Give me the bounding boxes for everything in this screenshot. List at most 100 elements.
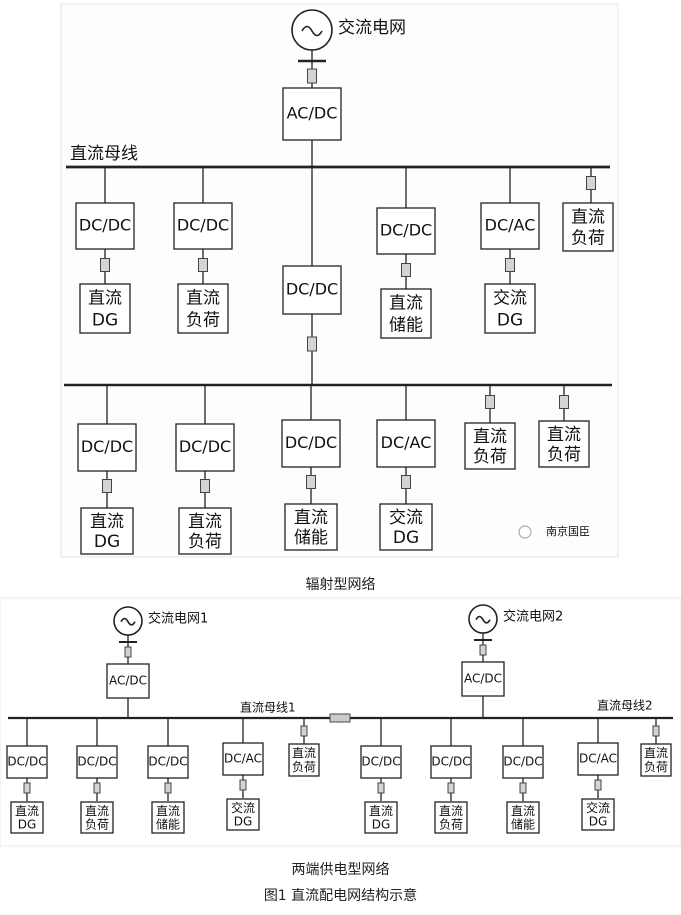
bottom-direct-load bbox=[640, 743, 672, 777]
top-lower-load-line1: 直流 bbox=[90, 512, 124, 532]
top-upper-load-line1: 交流 bbox=[493, 289, 527, 309]
bottom-converter2 bbox=[461, 661, 505, 697]
bottom-load bbox=[506, 801, 540, 834]
top-lower-load bbox=[178, 507, 232, 555]
top-upper-breaker bbox=[505, 258, 515, 272]
bottom-converter bbox=[76, 745, 118, 779]
bottom-converter2-label: AC/DC bbox=[464, 672, 502, 686]
top-upper-load bbox=[484, 283, 536, 334]
bottom-caption: 两端供电型网络 bbox=[291, 862, 390, 878]
top-upper-direct-load-line1: 直流 bbox=[571, 207, 605, 227]
watermark-text: 南京国臣 bbox=[546, 524, 590, 538]
top-lower-converter-label: DC/DC bbox=[179, 437, 231, 456]
bottom-breaker bbox=[23, 782, 31, 794]
bottom-load-line2: DG bbox=[18, 817, 37, 831]
top-lower-direct-breaker bbox=[559, 395, 569, 409]
bottom-load-line1: 直流 bbox=[369, 804, 393, 818]
top-upper-direct-load bbox=[562, 202, 614, 252]
bottom-load-line1: 直流 bbox=[85, 804, 109, 818]
top-ac-grid-wave-icon bbox=[301, 25, 323, 37]
bottom-load bbox=[80, 801, 114, 834]
bottom-ac-grid1-breaker bbox=[124, 646, 132, 658]
bottom-load-line1: 直流 bbox=[439, 804, 463, 818]
top-lower-load-line2: 储能 bbox=[294, 528, 328, 548]
bottom-load-line2: DG bbox=[234, 814, 253, 828]
bottom-load-line2: 负荷 bbox=[439, 817, 463, 831]
top-lower-converter-label: DC/DC bbox=[285, 433, 337, 452]
top-upper-converter bbox=[480, 202, 540, 250]
top-lower-breaker bbox=[306, 475, 316, 489]
top-main-converter-label: AC/DC bbox=[287, 104, 338, 123]
bottom-converter-label: DC/DC bbox=[77, 755, 116, 769]
top-upper-converter-label: DC/DC bbox=[177, 216, 229, 235]
watermark-icon bbox=[518, 525, 532, 539]
top-main-breaker bbox=[307, 68, 317, 84]
bottom-direct-breaker bbox=[652, 725, 660, 737]
top-lower-breaker bbox=[102, 479, 112, 493]
top-lower-direct-load-line2: 负荷 bbox=[547, 445, 581, 465]
top-lower-converter bbox=[175, 423, 235, 472]
top-upper-breaker bbox=[198, 258, 208, 272]
bottom-converter bbox=[430, 745, 472, 779]
bottom-load-line2: 储能 bbox=[156, 816, 180, 831]
bottom-load-line2: 负荷 bbox=[85, 817, 109, 831]
bottom-load-line1: 交流 bbox=[231, 800, 255, 815]
top-ac-grid-label: 交流电网 bbox=[338, 18, 406, 38]
bottom-load-line2: 储能 bbox=[511, 816, 535, 831]
bottom-breaker bbox=[594, 779, 602, 791]
bottom-ac-grid1-wave-icon bbox=[120, 617, 136, 626]
top-upper-load bbox=[177, 283, 229, 334]
bottom-ac-grid2-label: 交流电网2 bbox=[503, 609, 563, 625]
bottom-breaker bbox=[164, 782, 172, 794]
top-lower-direct-load-line1: 直流 bbox=[473, 427, 507, 447]
top-lower-direct-load bbox=[464, 422, 516, 470]
top-upper-load-line1: 直流 bbox=[186, 289, 220, 309]
top-lower-load-line2: DG bbox=[393, 528, 419, 548]
bottom-load-line2: DG bbox=[372, 817, 391, 831]
top-upper-load-line1: 直流 bbox=[88, 289, 122, 309]
top-lower-load bbox=[80, 507, 134, 555]
bottom-load-line1: 交流 bbox=[586, 800, 610, 815]
bottom-converter-label: DC/DC bbox=[148, 755, 187, 769]
top-upper-load-line2: DG bbox=[497, 310, 523, 330]
top-caption: 辐射型网络 bbox=[305, 577, 376, 593]
top-middle-converter bbox=[282, 265, 342, 315]
bottom-converter-label: DC/DC bbox=[431, 755, 470, 769]
bottom-converter1-label: AC/DC bbox=[109, 674, 147, 688]
bottom-bus-tie-breaker bbox=[329, 713, 351, 723]
bottom-breaker bbox=[93, 782, 101, 794]
bottom-load-line1: 直流 bbox=[156, 804, 180, 818]
bottom-load bbox=[226, 798, 260, 831]
bottom-load bbox=[581, 798, 615, 831]
top-upper-converter bbox=[75, 202, 135, 250]
bottom-load-line1: 直流 bbox=[15, 804, 39, 818]
bottom-load bbox=[434, 801, 468, 834]
bottom-load bbox=[364, 801, 398, 834]
top-lower-load-line1: 直流 bbox=[188, 512, 222, 532]
bottom-direct-load bbox=[288, 743, 320, 777]
top-upper-direct-breaker bbox=[586, 176, 596, 190]
bottom-bus2-label: 直流母线2 bbox=[597, 699, 653, 713]
top-lower-load-line2: 负荷 bbox=[188, 532, 222, 552]
bottom-ac-grid2-wave-icon bbox=[475, 615, 491, 624]
top-lower-direct-load-line1: 直流 bbox=[547, 425, 581, 445]
top-lower-breaker bbox=[200, 479, 210, 493]
top-upper-direct-load-line2: 负荷 bbox=[571, 229, 605, 249]
top-lower-load-line2: DG bbox=[94, 532, 120, 552]
bottom-breaker bbox=[519, 782, 527, 794]
bottom-converter-label: DC/AC bbox=[579, 752, 617, 766]
bottom-load bbox=[10, 801, 44, 834]
bottom-direct-load-line2: 负荷 bbox=[292, 760, 316, 774]
figure-caption: 图1 直流配电网结构示意 bbox=[263, 888, 418, 904]
bottom-direct-load-line2: 负荷 bbox=[644, 760, 668, 774]
bottom-converter bbox=[360, 745, 402, 779]
top-upper-converter-label: DC/DC bbox=[380, 221, 432, 240]
bottom-ac-grid1-label: 交流电网1 bbox=[148, 611, 208, 627]
bottom-breaker bbox=[239, 779, 247, 791]
top-lower-converter-label: DC/AC bbox=[381, 433, 432, 452]
top-upper-converter-label: DC/AC bbox=[485, 216, 536, 235]
top-lower-direct-load-line2: 负荷 bbox=[473, 447, 507, 467]
bottom-direct-load-line1: 直流 bbox=[644, 746, 668, 760]
bottom-ac-grid2-breaker bbox=[479, 644, 487, 656]
